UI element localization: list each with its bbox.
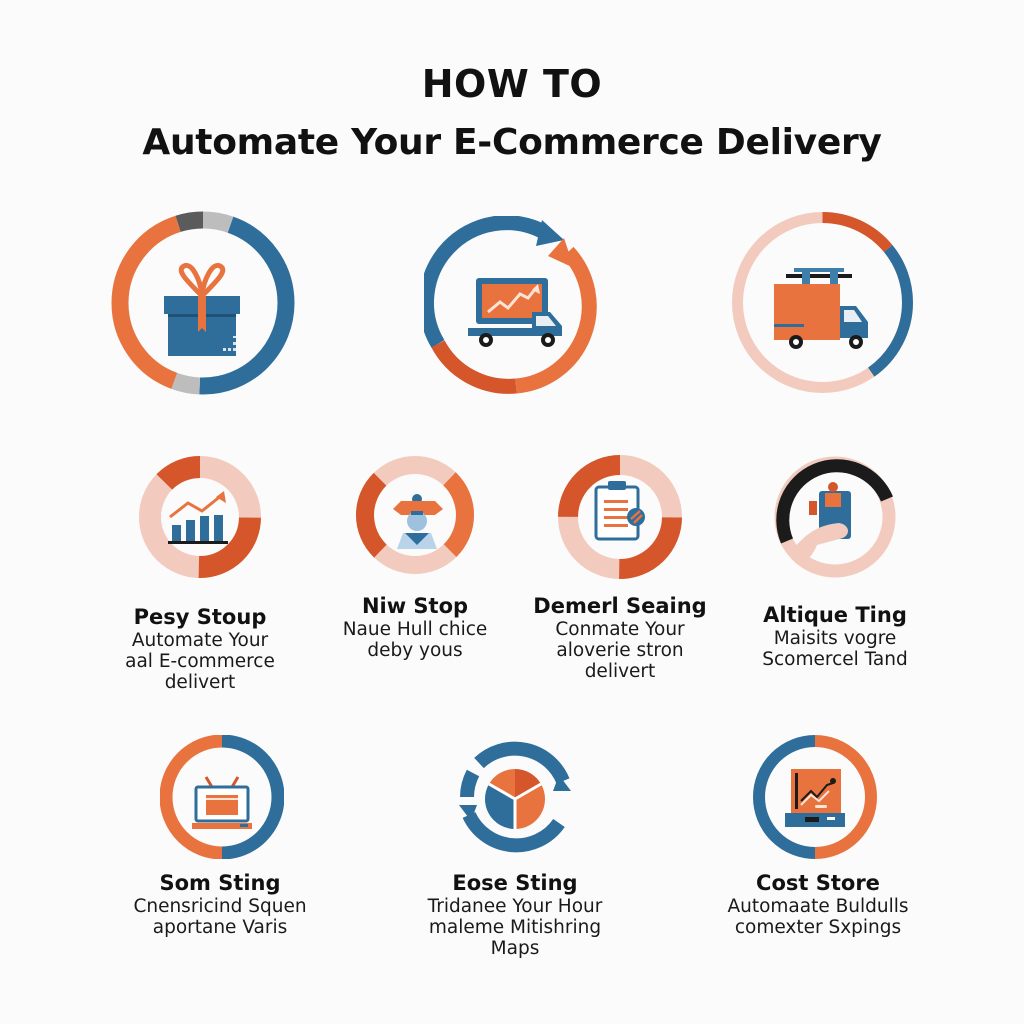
step-1: Pesy Stoup Automate Your aal E-commerce … [80, 604, 320, 693]
step-3: Demerl Seaing Conmate Your aloverie stro… [500, 593, 740, 682]
step-desc-line: delivert [584, 661, 656, 682]
step-desc-line: delivert [164, 672, 236, 693]
step-title: Som Sting [159, 871, 281, 895]
growth-bar-chart-icon [168, 491, 228, 544]
step-desc-line: aportane Varis [152, 917, 288, 938]
laptop-analytics-icon [785, 769, 845, 827]
gift-ring [108, 208, 298, 398]
step-title: Cost Store [756, 871, 880, 895]
delivery-truck-chart-icon [468, 278, 562, 347]
clipboard-ring [558, 455, 682, 579]
step-desc-line: aloverie stron [556, 640, 684, 661]
box-truck-icon [774, 268, 868, 349]
delivery-cycle-ring [424, 216, 604, 396]
step-desc-line: Naue Hull chice [342, 619, 488, 640]
step-6: Eose Sting Tridanee Your Hour maleme Mit… [395, 870, 635, 959]
step-title: Pesy Stoup [133, 605, 267, 629]
step-2: Niw Stop Naue Hull chice deby yous [300, 593, 530, 661]
worker-avatar-icon [393, 494, 443, 549]
clipboard-check-icon [594, 481, 645, 541]
step-desc-line: Cnensricind Squen [133, 896, 307, 917]
cycle-pie-ring [453, 735, 577, 859]
step-5: Som Sting Cnensricind Squen aportane Var… [100, 870, 340, 938]
step-desc-line: deby yous [367, 640, 463, 661]
step-desc-line: Maisits vogre [773, 628, 897, 649]
step-title: Eose Sting [452, 871, 578, 895]
step-title: Altique Ting [763, 603, 907, 627]
gift-box-icon [164, 263, 240, 356]
step-4: Altique Ting Maisits vogre Scomercel Tan… [720, 602, 950, 670]
hand-bag-ring [773, 455, 897, 579]
step-desc-line: aal E-commerce [125, 651, 275, 672]
step-desc-line: Maps [490, 938, 540, 959]
step-desc-line: Automaate Buldulls [727, 896, 909, 917]
title-line-1: HOW TO [421, 62, 603, 106]
growth-ring [138, 455, 262, 579]
title-line-2: Automate Your E-Commerce Delivery [142, 122, 882, 163]
worker-ring [355, 455, 475, 575]
step-desc-line: comexter Sxpings [734, 917, 902, 938]
cycle-pie-chart-icon [484, 769, 546, 829]
hand-holding-bag-icon [789, 482, 851, 565]
laptop-screen-icon [192, 776, 252, 829]
step-desc-line: Scomercel Tand [762, 649, 908, 670]
step-desc-line: Tridanee Your Hour [427, 896, 603, 917]
step-desc-line: Conmate Your [555, 619, 685, 640]
box-truck-ring [730, 210, 915, 395]
step-title: Demerl Seaing [533, 594, 707, 618]
step-title: Niw Stop [361, 594, 469, 618]
step-desc-line: Automate Your [131, 630, 269, 651]
analytics-ring [753, 735, 877, 859]
laptop-ring [160, 735, 284, 859]
step-desc-line: maleme Mitishring [428, 917, 602, 938]
step-7: Cost Store Automaate Buldulls comexter S… [698, 870, 938, 938]
